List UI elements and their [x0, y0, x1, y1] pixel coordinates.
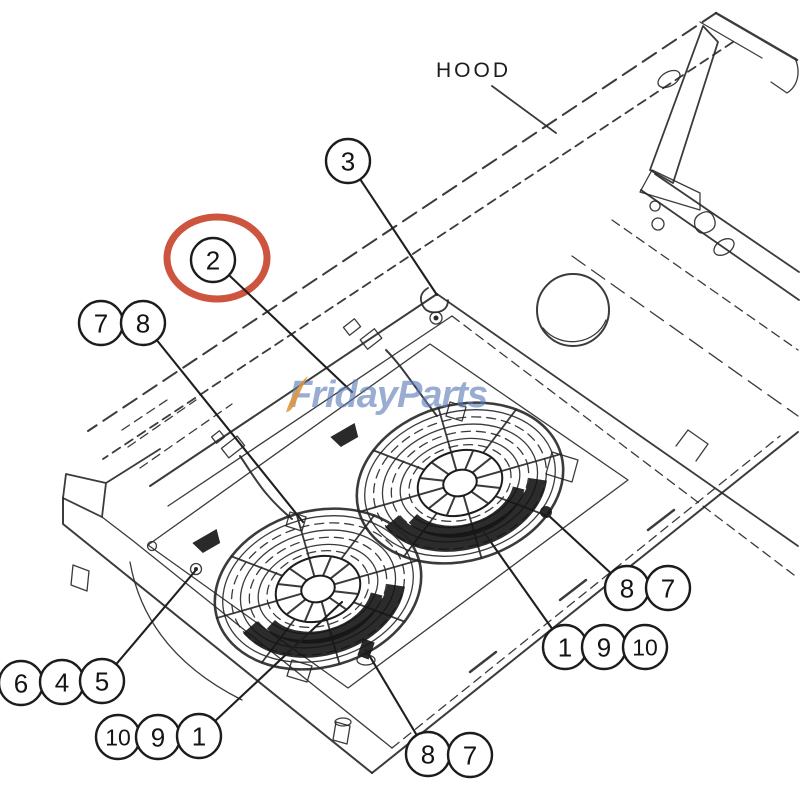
- wire-connector: [220, 435, 246, 459]
- highlight-ring: [163, 213, 271, 303]
- callout-balloon-4[interactable]: 4: [38, 658, 86, 706]
- mount-clamp: [330, 422, 359, 448]
- svg-text:7: 7: [94, 308, 108, 338]
- svg-text:1: 1: [558, 632, 572, 662]
- callout-balloon-7[interactable]: 7: [644, 564, 692, 612]
- svg-text:8: 8: [620, 573, 634, 603]
- callout-balloon-7[interactable]: 7: [446, 731, 494, 779]
- callout-balloon-8[interactable]: 8: [404, 730, 452, 778]
- svg-text:3: 3: [341, 146, 355, 176]
- leader-line-1: [214, 600, 344, 723]
- leader-line-1: [481, 529, 554, 631]
- callout-balloon-2[interactable]: 2: [189, 236, 237, 284]
- wire-connector: [342, 318, 362, 336]
- callout-balloon-1[interactable]: 1: [175, 712, 223, 760]
- svg-text:7: 7: [661, 573, 675, 603]
- svg-text:8: 8: [136, 308, 150, 338]
- callout-balloon-10[interactable]: 10: [621, 623, 669, 671]
- svg-text:10: 10: [632, 634, 658, 660]
- callout-balloon-7[interactable]: 7: [77, 299, 125, 347]
- svg-text:8: 8: [421, 739, 435, 769]
- svg-text:1: 1: [192, 721, 206, 751]
- screw: [146, 540, 158, 552]
- callout-balloon-8[interactable]: 8: [119, 299, 167, 347]
- callout-balloon-3[interactable]: 3: [324, 137, 372, 185]
- leader-line-3: [359, 178, 439, 297]
- svg-text:9: 9: [151, 722, 165, 752]
- leader-line-8: [545, 512, 612, 575]
- callout-balloon-1[interactable]: 1: [541, 623, 589, 671]
- callout-balloon-6[interactable]: 6: [0, 659, 45, 707]
- callout-balloon-10[interactable]: 10: [94, 713, 142, 761]
- hood-frame: [62, 11, 800, 774]
- svg-text:4: 4: [55, 667, 69, 697]
- svg-text:6: 6: [14, 668, 28, 698]
- highlight-layer: [163, 213, 271, 303]
- leader-line-2: [227, 274, 354, 394]
- round-hole: [536, 273, 610, 347]
- hood-label: HOOD: [436, 59, 511, 82]
- wire-connector: [359, 328, 383, 350]
- wire-connector: [210, 430, 226, 444]
- callout-balloon-5[interactable]: 5: [78, 657, 126, 705]
- leader-line-5: [115, 568, 198, 666]
- mount-clamp: [192, 528, 221, 554]
- fan-right: [338, 379, 583, 587]
- svg-text:7: 7: [463, 740, 477, 770]
- leader-line-8: [155, 339, 305, 524]
- hood-label-leader: [491, 85, 557, 134]
- callout-balloon-9[interactable]: 9: [134, 713, 182, 761]
- svg-text:10: 10: [105, 724, 131, 750]
- wiring-harness: [210, 318, 438, 520]
- leader-lines: [115, 178, 612, 737]
- screw: [189, 562, 203, 576]
- fan-left: [196, 485, 441, 693]
- leader-line-8: [364, 648, 418, 737]
- svg-text:2: 2: [206, 245, 220, 275]
- callout-balloon-9[interactable]: 9: [580, 623, 628, 671]
- svg-text:5: 5: [95, 666, 109, 696]
- hose-clamp: [419, 287, 449, 314]
- svg-text:9: 9: [597, 632, 611, 662]
- callout-balloon-8[interactable]: 8: [603, 564, 651, 612]
